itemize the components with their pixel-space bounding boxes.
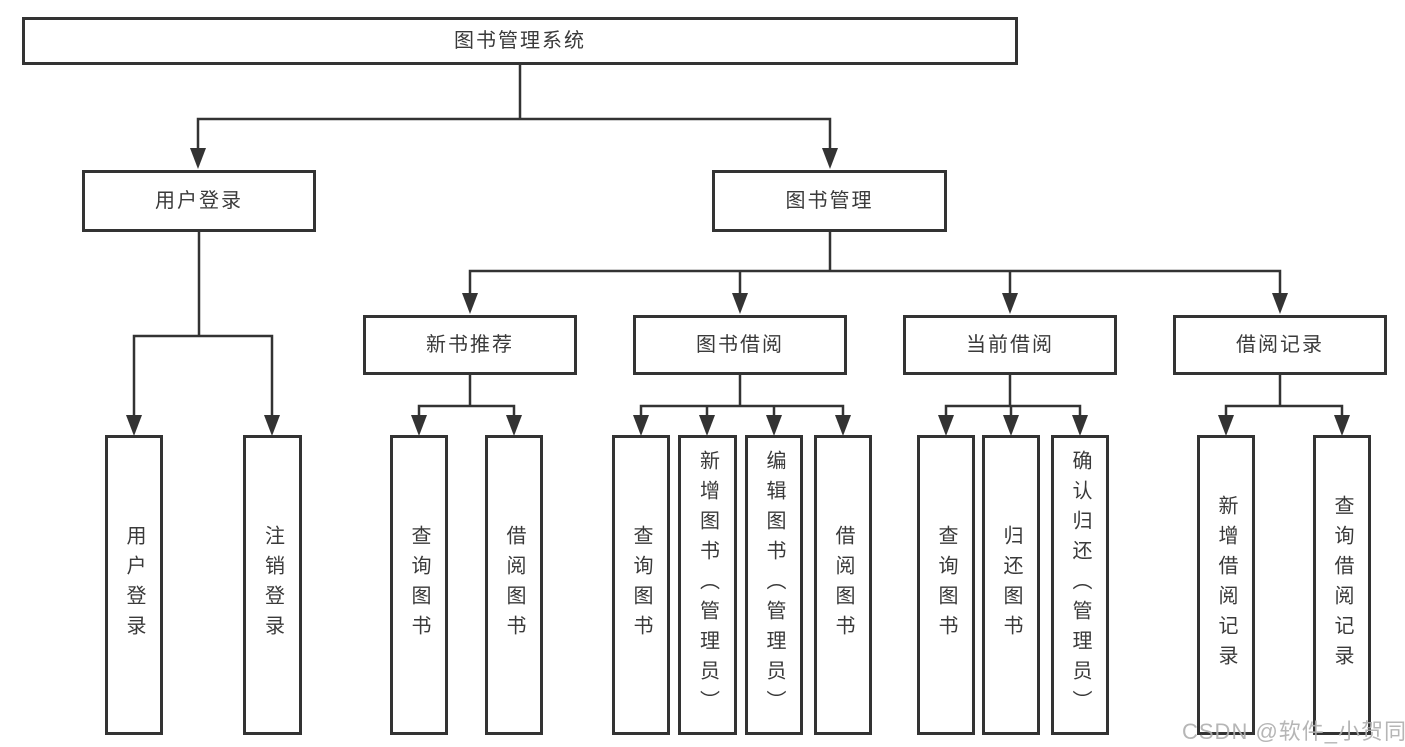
arrowhead bbox=[835, 415, 851, 436]
leaf-query-books-recommend-label: 查询图书 bbox=[408, 525, 430, 645]
leaf-add-books-admin-label: 新增图书（管理员） bbox=[696, 450, 719, 720]
arrowhead bbox=[822, 148, 838, 169]
node-book-borrowing-label: 图书借阅 bbox=[696, 334, 784, 356]
arrowhead bbox=[633, 415, 649, 436]
connector-root-to-level2 bbox=[196, 63, 832, 154]
arrowhead bbox=[462, 293, 478, 314]
node-root: 图书管理系统 bbox=[22, 17, 1018, 65]
arrowhead bbox=[1003, 415, 1019, 436]
connector-borrowrecords-to-leaves bbox=[1224, 373, 1344, 422]
leaf-borrow-books-label: 借阅图书 bbox=[832, 525, 854, 645]
arrowhead bbox=[1334, 415, 1350, 436]
node-user-login-label: 用户登录 bbox=[155, 190, 243, 212]
connector-bookmgmt-to-level3 bbox=[468, 230, 1282, 299]
arrowheads bbox=[126, 148, 1350, 436]
node-user-login: 用户登录 bbox=[82, 170, 316, 232]
arrowhead bbox=[411, 415, 427, 436]
connector-usermenu-to-leaves bbox=[132, 230, 274, 422]
arrowhead bbox=[506, 415, 522, 436]
node-borrowing-records: 借阅记录 bbox=[1173, 315, 1387, 375]
arrowhead bbox=[1272, 293, 1288, 314]
leaf-query-books-recommend: 查询图书 bbox=[390, 435, 448, 735]
arrowhead bbox=[264, 415, 280, 436]
node-current-borrowing: 当前借阅 bbox=[903, 315, 1117, 375]
leaf-query-borrow-record-label: 查询借阅记录 bbox=[1331, 495, 1353, 675]
leaf-user-login-label: 用户登录 bbox=[123, 525, 145, 645]
leaf-confirm-return-admin-label: 确认归还（管理员） bbox=[1069, 450, 1091, 720]
node-current-borrowing-label: 当前借阅 bbox=[966, 334, 1054, 356]
node-new-book-recommend: 新书推荐 bbox=[363, 315, 577, 375]
arrowhead bbox=[190, 148, 206, 169]
leaf-add-borrow-record: 新增借阅记录 bbox=[1197, 435, 1255, 735]
leaf-edit-books-admin: 编辑图书（管理员） bbox=[745, 435, 803, 735]
leaf-logout: 注销登录 bbox=[243, 435, 302, 735]
node-new-book-recommend-label: 新书推荐 bbox=[426, 334, 514, 356]
leaf-return-books: 归还图书 bbox=[982, 435, 1040, 735]
leaf-query-books-borrowing: 查询图书 bbox=[612, 435, 670, 735]
leaf-edit-books-admin-label: 编辑图书（管理员） bbox=[763, 450, 785, 720]
arrowhead bbox=[1002, 293, 1018, 314]
arrowhead bbox=[938, 415, 954, 436]
arrowhead bbox=[766, 415, 782, 436]
arrowhead bbox=[699, 415, 715, 436]
connector-bookborrow-to-leaves bbox=[639, 373, 845, 422]
leaf-return-books-label: 归还图书 bbox=[1000, 525, 1022, 645]
connector-currentborrow-to-leaves bbox=[944, 373, 1082, 422]
leaf-logout-label: 注销登录 bbox=[261, 525, 284, 645]
node-book-borrowing: 图书借阅 bbox=[633, 315, 847, 375]
connector-newbookrec-to-leaves bbox=[417, 373, 516, 422]
leaf-add-books-admin: 新增图书（管理员） bbox=[678, 435, 737, 735]
leaf-add-borrow-record-label: 新增借阅记录 bbox=[1215, 495, 1237, 675]
node-root-label: 图书管理系统 bbox=[454, 30, 586, 52]
arrowhead bbox=[1218, 415, 1234, 436]
leaf-query-books-current-label: 查询图书 bbox=[935, 525, 957, 645]
arrowhead bbox=[126, 415, 142, 436]
node-borrowing-records-label: 借阅记录 bbox=[1236, 334, 1324, 356]
node-book-management-label: 图书管理 bbox=[785, 190, 874, 212]
node-book-management: 图书管理 bbox=[712, 170, 947, 232]
leaf-query-books-borrowing-label: 查询图书 bbox=[630, 525, 652, 645]
leaf-confirm-return-admin: 确认归还（管理员） bbox=[1051, 435, 1109, 735]
leaf-borrow-books-recommend: 借阅图书 bbox=[485, 435, 543, 735]
leaf-borrow-books-recommend-label: 借阅图书 bbox=[503, 525, 525, 645]
leaf-query-borrow-record: 查询借阅记录 bbox=[1313, 435, 1371, 735]
leaf-borrow-books: 借阅图书 bbox=[814, 435, 872, 735]
leaf-user-login: 用户登录 bbox=[105, 435, 163, 735]
arrowhead bbox=[732, 293, 748, 314]
leaf-query-books-current: 查询图书 bbox=[917, 435, 975, 735]
arrowhead bbox=[1072, 415, 1088, 436]
csdn-watermark: CSDN @软件_小贺同学 bbox=[1182, 719, 1405, 744]
